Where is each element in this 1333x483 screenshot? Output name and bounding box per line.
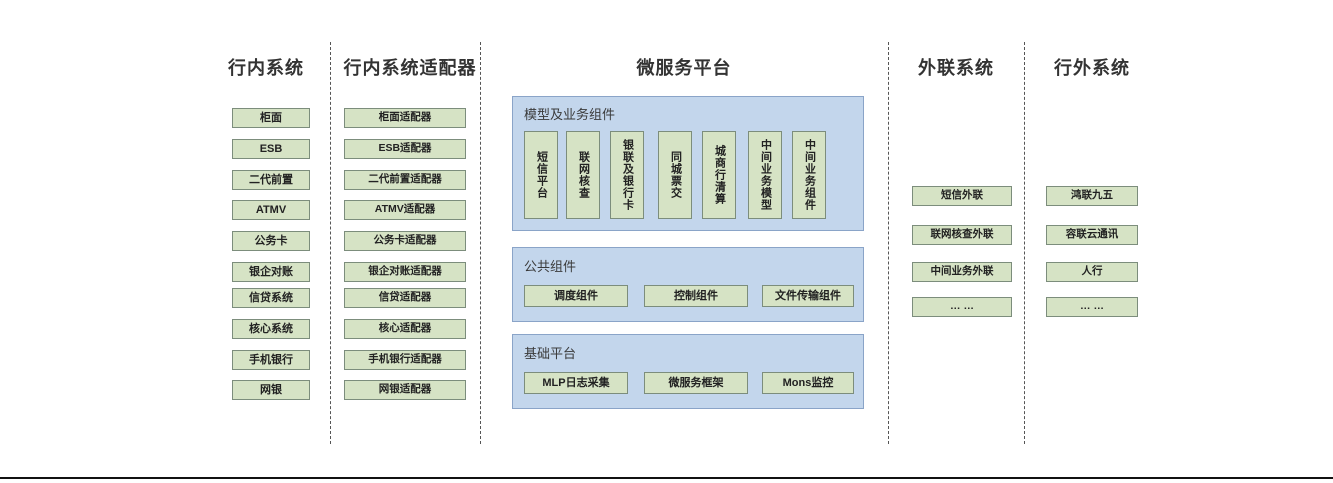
node-internal-system[interactable]: 核心系统 — [232, 319, 310, 339]
column-title-internal-systems: 行内系统 — [228, 58, 304, 78]
node-model-component[interactable]: 中间业务模型 — [748, 131, 782, 219]
node-internal-system[interactable]: ATMV — [232, 200, 310, 220]
separator-1 — [330, 42, 331, 444]
node-model-component-label: 银联及银行卡 — [621, 139, 634, 211]
node-internal-adapter[interactable]: ESB适配器 — [344, 139, 466, 159]
panel-public-components — [512, 247, 864, 322]
node-internal-adapter[interactable]: 网银适配器 — [344, 380, 466, 400]
node-outside-bank-system[interactable]: 鸿联九五 — [1046, 186, 1138, 206]
node-model-component[interactable]: 短信平台 — [524, 131, 558, 219]
node-external-link-system[interactable]: 联网核查外联 — [912, 225, 1012, 245]
node-public-component[interactable]: 调度组件 — [524, 285, 628, 307]
node-outside-bank-system[interactable]: 人行 — [1046, 262, 1138, 282]
separator-4 — [1024, 42, 1025, 444]
node-internal-adapter[interactable]: 手机银行适配器 — [344, 350, 466, 370]
node-model-component[interactable]: 同城票交 — [658, 131, 692, 219]
node-public-component[interactable]: 文件传输组件 — [762, 285, 854, 307]
node-outside-bank-system[interactable]: 容联云通讯 — [1046, 225, 1138, 245]
separator-3 — [888, 42, 889, 444]
node-internal-system[interactable]: 网银 — [232, 380, 310, 400]
column-title-internal-adapters: 行内系统适配器 — [343, 58, 477, 78]
separator-2 — [480, 42, 481, 444]
node-internal-system[interactable]: 柜面 — [232, 108, 310, 128]
node-outside-bank-system[interactable]: … … — [1046, 297, 1138, 317]
bottom-divider — [0, 477, 1333, 479]
node-base-platform-component[interactable]: Mons监控 — [762, 372, 854, 394]
node-model-component[interactable]: 中间业务组件 — [792, 131, 826, 219]
panel-base-platform — [512, 334, 864, 409]
node-internal-system[interactable]: 二代前置 — [232, 170, 310, 190]
column-title-microservice-platform: 微服务平台 — [636, 58, 732, 78]
node-model-component-label: 同城票交 — [669, 151, 682, 199]
node-model-component-label: 联网核查 — [577, 151, 590, 199]
node-external-link-system[interactable]: … … — [912, 297, 1012, 317]
node-base-platform-component[interactable]: MLP日志采集 — [524, 372, 628, 394]
node-internal-system[interactable]: 手机银行 — [232, 350, 310, 370]
node-internal-adapter[interactable]: 银企对账适配器 — [344, 262, 466, 282]
node-public-component[interactable]: 控制组件 — [644, 285, 748, 307]
node-model-component[interactable]: 银联及银行卡 — [610, 131, 644, 219]
node-internal-system[interactable]: 公务卡 — [232, 231, 310, 251]
node-model-component-label: 中间业务模型 — [759, 139, 772, 211]
panel-title-model-business-components: 模型及业务组件 — [524, 107, 616, 122]
node-internal-adapter[interactable]: 二代前置适配器 — [344, 170, 466, 190]
node-internal-adapter[interactable]: 核心适配器 — [344, 319, 466, 339]
node-internal-adapter[interactable]: 公务卡适配器 — [344, 231, 466, 251]
node-model-component[interactable]: 联网核查 — [566, 131, 600, 219]
node-external-link-system[interactable]: 短信外联 — [912, 186, 1012, 206]
node-internal-system[interactable]: 银企对账 — [232, 262, 310, 282]
panel-title-base-platform: 基础平台 — [524, 346, 577, 361]
node-model-component-label: 短信平台 — [535, 151, 548, 199]
node-internal-adapter[interactable]: 柜面适配器 — [344, 108, 466, 128]
node-model-component-label: 中间业务组件 — [803, 139, 816, 211]
node-internal-system[interactable]: 信贷系统 — [232, 288, 310, 308]
node-model-component[interactable]: 城商行清算 — [702, 131, 736, 219]
node-base-platform-component[interactable]: 微服务框架 — [644, 372, 748, 394]
node-model-component-label: 城商行清算 — [713, 145, 726, 205]
node-internal-adapter[interactable]: ATMV适配器 — [344, 200, 466, 220]
node-internal-adapter[interactable]: 信贷适配器 — [344, 288, 466, 308]
node-internal-system[interactable]: ESB — [232, 139, 310, 159]
panel-title-public-components: 公共组件 — [524, 259, 577, 274]
node-external-link-system[interactable]: 中间业务外联 — [912, 262, 1012, 282]
column-title-external-link-systems: 外联系统 — [918, 58, 994, 78]
column-title-outside-bank-systems: 行外系统 — [1054, 58, 1130, 78]
